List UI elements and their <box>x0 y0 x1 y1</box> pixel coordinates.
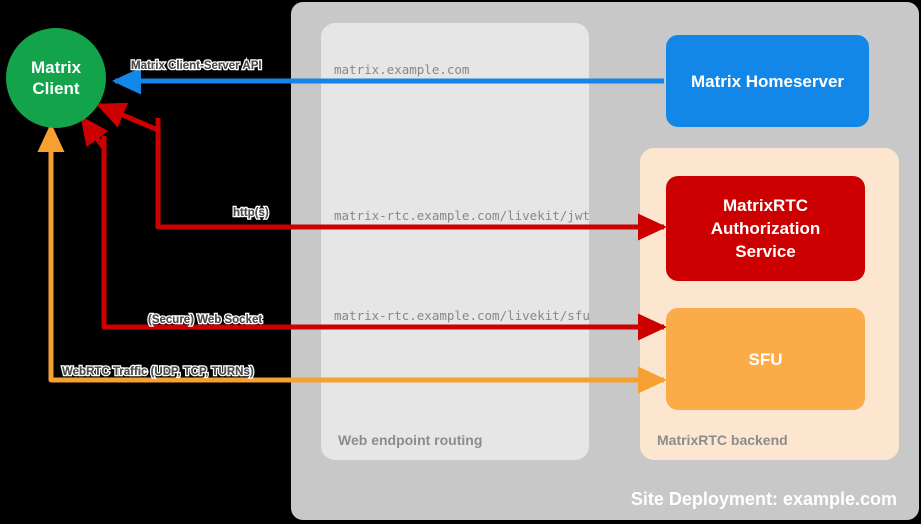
auth-label-line2: Authorization <box>710 219 821 238</box>
node-sfu[interactable]: SFU <box>666 308 865 410</box>
connector-websocket-out <box>101 136 664 330</box>
edge-label-webrtc-traffic: WebRTC Traffic (UDP, TCP, TURNs) <box>61 365 255 380</box>
auth-label-line3: Service <box>735 242 796 261</box>
edge-label-web-socket: (Secure) Web Socket <box>147 313 264 328</box>
web-endpoint-routing-container: Web endpoint routing <box>321 23 589 460</box>
sfu-label: SFU <box>748 349 783 369</box>
matrix-client-label-line1: Matrix <box>30 58 82 77</box>
edge-label-matrix-client-server-api: Matrix Client-Server API <box>130 59 263 74</box>
node-matrixrtc-authorization-service[interactable]: MatrixRTC Authorization Service <box>666 176 865 281</box>
connector-websocket-arrow-client <box>79 115 109 150</box>
edge-label-http: http(s) <box>232 206 270 221</box>
endpoint-label-livekit-sfu: matrix-rtc.example.com/livekit/sfu <box>334 308 590 323</box>
matrix-homeserver-label: Matrix Homeserver <box>690 71 845 91</box>
connector-http-jwt-arrow-client <box>96 102 159 133</box>
endpoint-label-livekit-jwt: matrix-rtc.example.com/livekit/jwt <box>334 208 590 223</box>
endpoint-label-matrix: matrix.example.com <box>334 62 470 77</box>
web-endpoint-routing-label: Web endpoint routing <box>338 432 483 448</box>
matrix-client-label-line2: Client <box>32 79 80 98</box>
node-matrix-client[interactable]: Matrix Client <box>6 28 106 128</box>
matrixrtc-authorization-service-label: MatrixRTC Authorization Service <box>711 194 821 263</box>
connector-http-jwt-out <box>155 118 664 230</box>
site-deployment-label: Site Deployment: example.com <box>630 489 897 509</box>
auth-label-line1: MatrixRTC <box>722 196 808 215</box>
matrixrtc-backend-label: MatrixRTC backend <box>657 432 788 448</box>
node-matrix-homeserver[interactable]: Matrix Homeserver <box>666 35 869 127</box>
connector-webrtc-out <box>48 140 664 383</box>
